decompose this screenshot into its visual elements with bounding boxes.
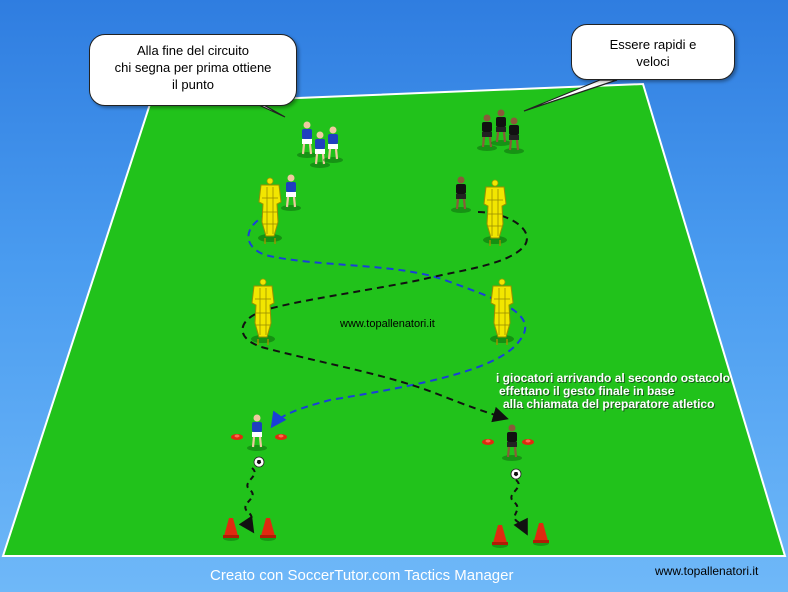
ball [253,456,265,468]
callout-left-line: chi segna per prima ottiene [114,60,272,75]
callout-right: Essere rapidi e veloci [571,24,735,80]
callout-left: Alla fine del circuito chi segna per pri… [89,34,297,106]
footer-credit: Creato con SoccerTutor.com Tactics Manag… [210,567,514,584]
pitch [1,82,787,557]
instruction-line: i giocatori arrivando al secondo ostacol… [496,371,731,385]
disc-cone [275,434,287,440]
instructions-text: i giocatori arrivando al secondo ostacol… [496,372,730,411]
footer-watermark: www.topallenatori.it [655,564,759,578]
ball [510,468,522,480]
disc-cone [482,439,494,445]
field-watermark: www.topallenatori.it [340,318,435,330]
right-shot-arrow [510,479,528,536]
callout-left-line: il punto [172,77,214,92]
left-shot-arrow [238,467,256,534]
instruction-line: effettano il gesto finale in base [499,384,675,398]
instruction-line: alla chiamata del preparatore atletico [503,397,715,411]
callout-right-line: Essere rapidi e [609,37,697,52]
callout-left-line: Alla fine del circuito [137,43,249,58]
disc-cone [231,434,243,440]
callout-right-line: veloci [636,54,670,69]
callout-right-tail [523,79,618,112]
disc-cone [522,439,534,445]
blue-dribble-path [247,213,527,429]
